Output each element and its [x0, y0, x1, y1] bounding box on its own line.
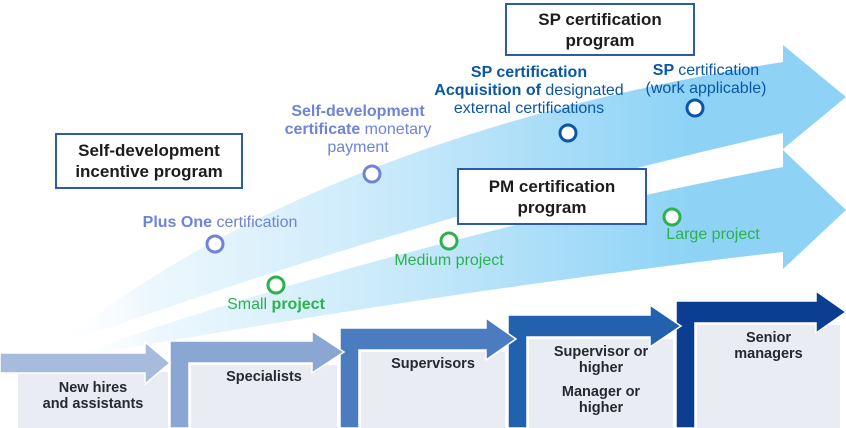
stage-label-line: Manager or [561, 384, 641, 400]
stage-label-line: Supervisors [391, 356, 475, 372]
program-box-self-development-incentive: Self-development incentive program [55, 133, 243, 189]
milestone-label-text: Self-development [291, 103, 425, 120]
stage-box-senior-managers [697, 325, 840, 428]
milestone-label-text: Large project [666, 226, 760, 243]
milestone-label-text: Acquisition of [434, 82, 546, 99]
milestone-circle-self-development-certificate-payment [362, 164, 382, 184]
program-box-label-line: SP certification [538, 9, 662, 29]
stage-label-supervisors: Supervisors [361, 352, 505, 372]
sp-track-arrow [52, 45, 846, 348]
milestone-circle-large-project [662, 207, 682, 227]
milestone-circle-plus-one-certification [205, 234, 225, 254]
milestone-label-sp-work-applicable: SP certification(work applicable) [646, 62, 767, 98]
milestone-circle-sp-designated-external-certifications [558, 123, 578, 143]
program-box-sp-certification: SP certification program [505, 3, 695, 56]
stage-label-line: Specialists [226, 369, 302, 385]
milestone-label-text: (work applicable) [645, 80, 767, 97]
milestone-label-text: designated [545, 82, 624, 99]
stage-label-line: Supervisor or [553, 344, 649, 360]
milestone-label-plus-one-certification: Plus One certification [143, 214, 298, 232]
stage-label-line: managers [734, 346, 803, 362]
milestone-circle-small-project [266, 275, 286, 295]
stage-label-line: and assistants [42, 396, 144, 412]
milestone-label-text: Plus One [142, 214, 217, 231]
stage-arrow-specialists [169, 329, 346, 428]
stage-label-line: higher [578, 400, 624, 416]
program-box-label-line: PM certification [488, 176, 616, 196]
stage-box-specialists [191, 365, 337, 428]
program-box-label-line: program [565, 30, 635, 50]
milestone-label-large-project: Large project [666, 226, 759, 244]
milestone-label-text: external certifications [453, 100, 605, 117]
milestone-label-text: Medium project [394, 252, 504, 269]
stage-box-supervisors [361, 352, 505, 428]
milestone-circle-sp-work-applicable [685, 98, 705, 118]
stage-box-new-hires [18, 372, 168, 428]
milestone-label-text: SP certification [470, 64, 588, 81]
milestone-label-text: monetary [364, 121, 432, 138]
program-box-label-line: program [517, 197, 587, 217]
stage-arrow-new-hires [0, 340, 172, 386]
stage-box-supervisor-or-higher [529, 339, 673, 428]
stage-arrow-supervisor-or-higher [507, 303, 683, 428]
program-box-pm-certification: PM certification program [457, 168, 647, 225]
milestone-label-small-project: Small project [227, 296, 325, 314]
program-box-label-line: incentive program [75, 162, 223, 181]
program-box-label-line: Self-development [78, 141, 220, 160]
milestone-label-text: payment [327, 139, 389, 156]
stage-arrow-senior-managers [675, 289, 846, 428]
pm-track-arrow [60, 150, 846, 360]
milestone-label-medium-project: Medium project [394, 252, 503, 270]
stage-label-line: higher [578, 360, 624, 376]
milestone-circle-medium-project [439, 231, 459, 251]
stage-label-line: New hires [58, 380, 128, 396]
milestone-label-text: certificate [284, 121, 365, 138]
stage-label-line: Senior [745, 330, 792, 346]
milestone-label-text: SP [652, 62, 679, 79]
milestone-label-text: project [271, 296, 325, 313]
stage-label-specialists: Specialists [191, 365, 337, 385]
milestone-label-text: certification [678, 62, 760, 79]
milestone-label-text: certification [216, 214, 298, 231]
stage-arrow-supervisors [339, 316, 518, 428]
milestone-label-text: Small [227, 296, 272, 313]
